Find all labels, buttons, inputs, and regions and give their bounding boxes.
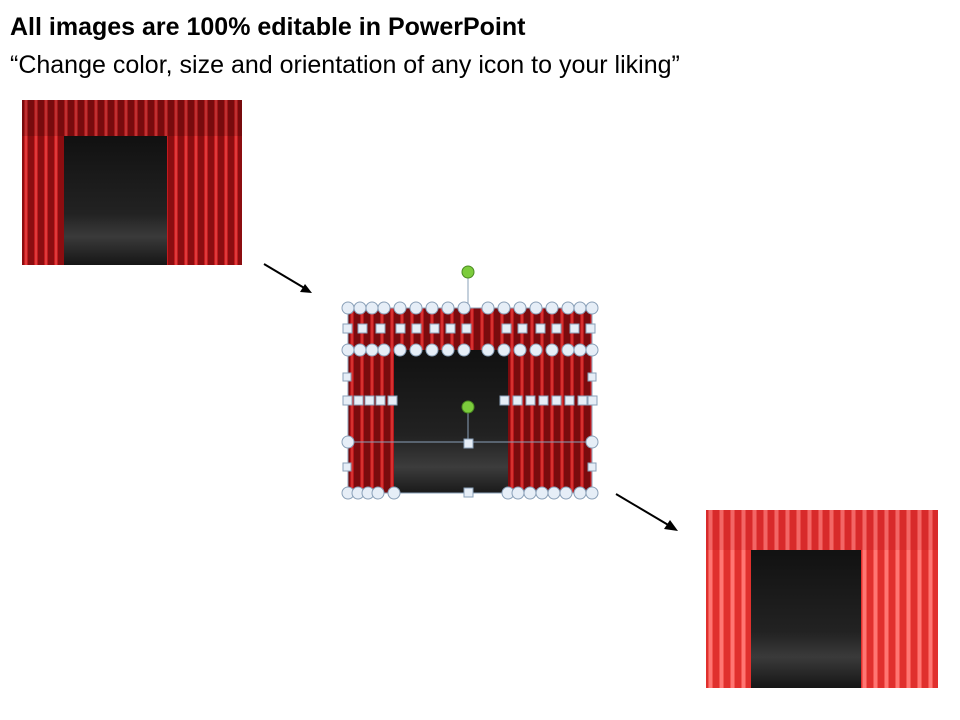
curtain-stage-original-icon [22,100,242,265]
page-title: All images are 100% editable in PowerPoi… [10,13,526,41]
page-subtitle: “Change color, size and orientation of a… [10,51,680,79]
curtain-stage-selected-icon[interactable] [338,262,602,502]
arrow-down-right-icon [263,263,312,293]
arrow-down-right-icon [615,493,678,531]
curtain-stage-recolored-icon [706,510,938,688]
